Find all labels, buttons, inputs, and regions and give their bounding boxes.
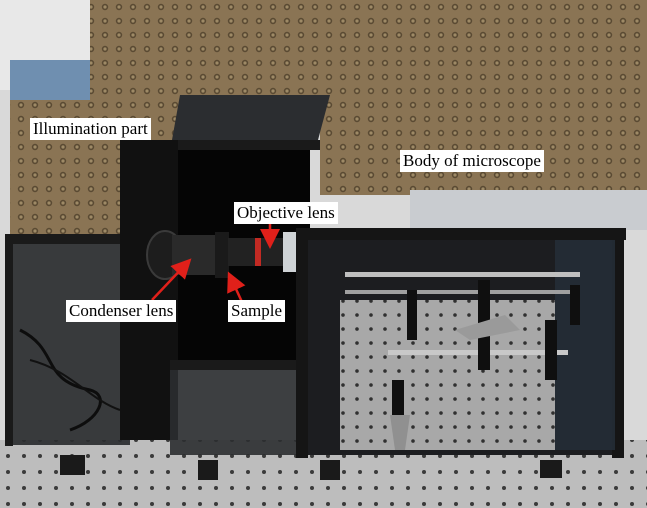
condenser-lens-body <box>172 235 217 275</box>
illumination-part-label: Illumination part <box>30 118 151 140</box>
condenser-arrow <box>151 258 192 301</box>
foam-wall-right <box>320 95 647 195</box>
acrylic-lid <box>172 95 330 140</box>
foam-wall-top <box>90 0 647 100</box>
body-of-microscope-label: Body of microscope <box>400 150 544 172</box>
illumination-enclosure <box>8 240 130 445</box>
objective-lens-label: Objective lens <box>234 202 338 224</box>
sample-label: Sample <box>228 300 285 322</box>
condenser-lens-label: Condenser lens <box>66 300 177 322</box>
sample-arrow <box>227 271 246 303</box>
inner-breadboard <box>340 300 555 450</box>
